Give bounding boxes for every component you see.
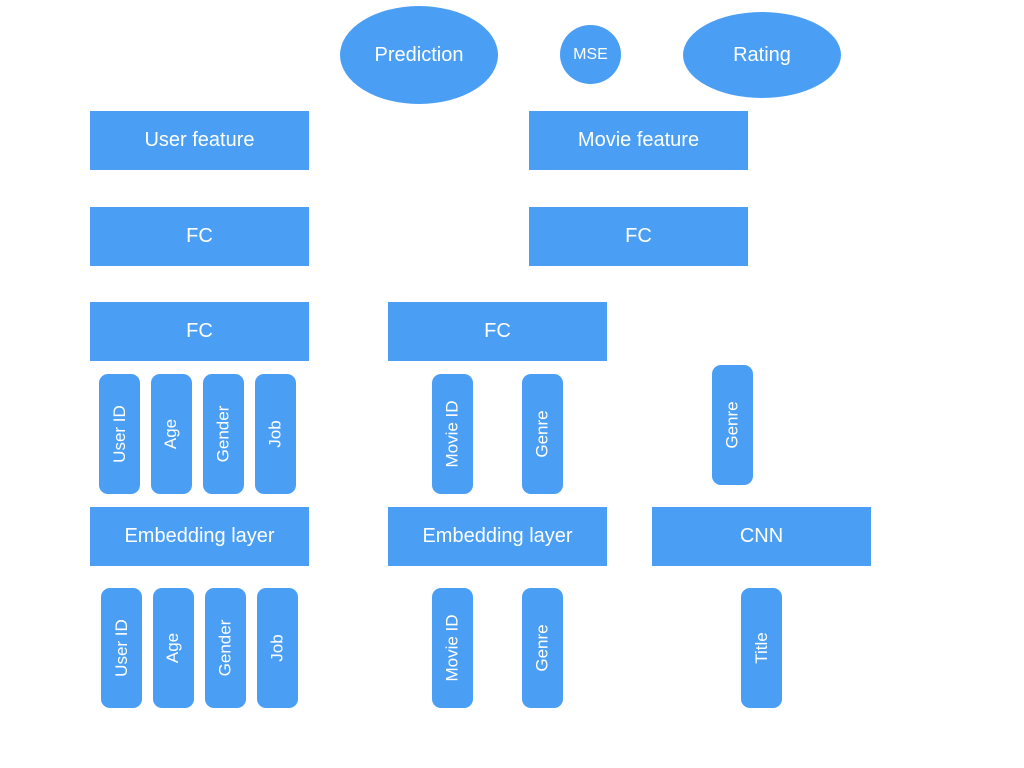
movie-raw-input-label: Movie ID — [442, 614, 462, 682]
movie-raw-input-movie-id: Movie ID — [432, 588, 473, 708]
user-embedding-layer-label: Embedding layer — [124, 525, 275, 547]
cnn-box: CNN — [652, 507, 871, 566]
movie-fc-upper-label: FC — [625, 225, 652, 247]
cnn-label: CNN — [739, 525, 784, 547]
movie-fc-lower-label: FC — [484, 320, 511, 342]
user-embedded-input-label: Job — [265, 420, 285, 448]
user-raw-input-label: Job — [267, 634, 287, 662]
movie-fc-lower-box: FC — [388, 302, 607, 361]
title-input-label: Title — [751, 632, 771, 664]
user-fc-upper-label: FC — [186, 225, 213, 247]
user-feature-box: User feature — [90, 111, 309, 170]
user-raw-input-age: Age — [153, 588, 194, 708]
user-raw-input-label: Age — [163, 632, 183, 664]
prediction-label: Prediction — [374, 43, 464, 66]
movie-embedding-layer-label: Embedding layer — [422, 525, 573, 547]
user-embedded-input-label: User ID — [109, 405, 129, 463]
user-embedded-input-gender: Gender — [203, 374, 244, 494]
movie-feature-box: Movie feature — [529, 111, 748, 170]
cnn-output-genre: Genre — [712, 365, 753, 485]
movie-raw-input-label: Genre — [532, 624, 552, 672]
user-embedding-layer-box: Embedding layer — [90, 507, 309, 566]
rating-node: Rating — [683, 12, 841, 98]
movie-embedding-layer-box: Embedding layer — [388, 507, 607, 566]
movie-feature-label: Movie feature — [577, 129, 700, 151]
user-raw-input-user-id: User ID — [101, 588, 142, 708]
movie-embedded-input-label: Genre — [532, 410, 552, 458]
user-embedded-input-user-id: User ID — [99, 374, 140, 494]
user-fc-lower-box: FC — [90, 302, 309, 361]
user-embedded-input-label: Gender — [213, 405, 233, 463]
rating-label: Rating — [733, 43, 791, 66]
movie-fc-upper-box: FC — [529, 207, 748, 266]
movie-embedded-input-genre: Genre — [522, 374, 563, 494]
title-input: Title — [741, 588, 782, 708]
user-fc-upper-box: FC — [90, 207, 309, 266]
prediction-node: Prediction — [340, 6, 498, 104]
movie-raw-input-genre: Genre — [522, 588, 563, 708]
user-raw-input-job: Job — [257, 588, 298, 708]
user-fc-lower-label: FC — [186, 320, 213, 342]
user-feature-label: User feature — [144, 129, 255, 151]
user-raw-input-label: Gender — [215, 619, 235, 677]
mse-node: MSE — [560, 25, 621, 84]
user-embedded-input-job: Job — [255, 374, 296, 494]
user-raw-input-gender: Gender — [205, 588, 246, 708]
user-raw-input-label: User ID — [111, 619, 131, 677]
user-embedded-input-age: Age — [151, 374, 192, 494]
cnn-output-label: Genre — [722, 401, 742, 449]
user-embedded-input-label: Age — [161, 418, 181, 450]
movie-embedded-input-movie-id: Movie ID — [432, 374, 473, 494]
movie-embedded-input-label: Movie ID — [442, 400, 462, 468]
mse-label: MSE — [573, 45, 608, 63]
